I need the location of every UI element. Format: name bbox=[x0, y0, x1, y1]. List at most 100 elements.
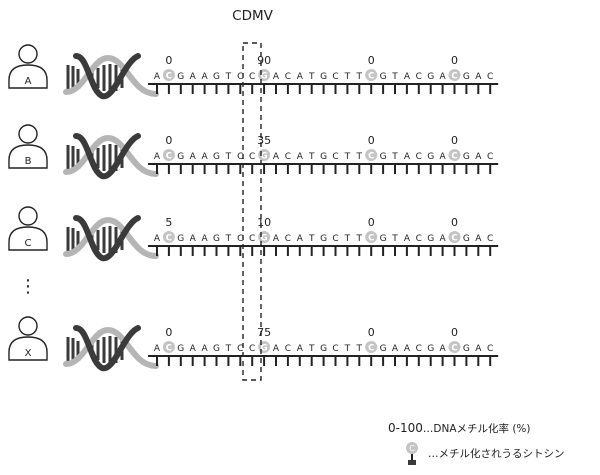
base-letter: C bbox=[368, 152, 374, 162]
base-letter: T bbox=[225, 152, 232, 162]
dna-helix-icon bbox=[63, 133, 159, 180]
base-letter: A bbox=[440, 234, 447, 244]
base-letter: A bbox=[154, 234, 161, 244]
base-letter: C bbox=[487, 234, 493, 244]
base-letter: A bbox=[202, 72, 209, 82]
base-letter: C bbox=[451, 234, 457, 244]
base-letter: A bbox=[440, 152, 447, 162]
base-letter: C bbox=[249, 344, 255, 354]
methylated-cytosine-icon bbox=[162, 69, 175, 81]
methylation-rate-label: 0 bbox=[368, 216, 375, 229]
base-letter: C bbox=[487, 152, 493, 162]
base-letter: C bbox=[285, 344, 291, 354]
base-letter: C bbox=[332, 152, 338, 162]
methylated-cytosine-icon bbox=[448, 231, 461, 243]
base-letter: T bbox=[344, 72, 351, 82]
methylated-cytosine-icon bbox=[365, 341, 378, 353]
base-letter: G bbox=[427, 72, 434, 82]
base-letter: C bbox=[451, 152, 457, 162]
base-letter: C bbox=[487, 344, 493, 354]
base-letter: C bbox=[368, 344, 374, 354]
methylation-rate-label: 0 bbox=[451, 216, 458, 229]
base-letter: T bbox=[391, 72, 398, 82]
base-letter: A bbox=[190, 344, 197, 354]
base-letter: A bbox=[202, 152, 209, 162]
dna-helix-icon bbox=[63, 325, 159, 372]
base-letter: A bbox=[404, 152, 411, 162]
base-letter: A bbox=[297, 152, 304, 162]
base-letter: C bbox=[237, 72, 243, 82]
methylation-rate-label: 75 bbox=[257, 326, 271, 339]
base-letter: C bbox=[237, 152, 243, 162]
more-samples-ellipsis: ⋮ bbox=[19, 276, 37, 297]
base-letter: C bbox=[451, 72, 457, 82]
base-letter: G bbox=[380, 152, 387, 162]
base-letter: C bbox=[332, 72, 338, 82]
base-letter: G bbox=[261, 234, 268, 244]
base-letter: A bbox=[190, 152, 197, 162]
legend-site-text: …メチル化されうるシトシン bbox=[428, 448, 565, 460]
base-letter: T bbox=[356, 234, 363, 244]
methylated-cytosine-icon bbox=[365, 69, 378, 81]
cdmv-title: CDMV bbox=[232, 8, 273, 24]
methylation-rate-label: 10 bbox=[257, 216, 271, 229]
person-icon: X bbox=[8, 316, 48, 361]
base-letter: C bbox=[416, 234, 422, 244]
methylated-cytosine-icon bbox=[162, 341, 175, 353]
base-letter: G bbox=[213, 234, 220, 244]
methylated-cytosine-icon bbox=[162, 149, 175, 161]
base-letter: T bbox=[344, 152, 351, 162]
person-label: B bbox=[25, 156, 32, 167]
methylation-rate-label: 90 bbox=[257, 54, 271, 67]
base-letter: G bbox=[380, 344, 387, 354]
base-letter: G bbox=[177, 234, 184, 244]
base-letter: G bbox=[463, 234, 470, 244]
methylated-cytosine-icon bbox=[448, 69, 461, 81]
base-letter: C bbox=[416, 72, 422, 82]
base-letter: C bbox=[416, 152, 422, 162]
base-letter: T bbox=[308, 152, 315, 162]
base-letter: T bbox=[356, 152, 363, 162]
base-letter: G bbox=[177, 72, 184, 82]
base-letter: A bbox=[273, 152, 280, 162]
base-letter: A bbox=[297, 234, 304, 244]
base-letter: C bbox=[166, 234, 172, 244]
base-letter: G bbox=[320, 344, 327, 354]
base-letter: G bbox=[320, 72, 327, 82]
base-letter: A bbox=[297, 72, 304, 82]
base-letter: C bbox=[285, 234, 291, 244]
base-letter: G bbox=[261, 344, 268, 354]
base-letter: A bbox=[475, 72, 482, 82]
methylation-rate-label: 0 bbox=[368, 326, 375, 339]
base-letter: A bbox=[297, 344, 304, 354]
base-letter: G bbox=[261, 152, 268, 162]
base-letter: T bbox=[308, 344, 315, 354]
methylated-cytosine-icon: C bbox=[406, 442, 418, 465]
base-letter: A bbox=[475, 152, 482, 162]
base-letter: C bbox=[249, 72, 255, 82]
base-letter: G bbox=[427, 234, 434, 244]
base-letter: A bbox=[440, 344, 447, 354]
base-letter: C bbox=[285, 152, 291, 162]
base-letter: T bbox=[308, 234, 315, 244]
base-letter: A bbox=[190, 72, 197, 82]
legend-range: 0-100 bbox=[388, 421, 423, 435]
base-letter: C bbox=[166, 344, 172, 354]
base-letter: G bbox=[463, 72, 470, 82]
base-letter: A bbox=[154, 152, 161, 162]
methylated-cytosine-icon bbox=[365, 149, 378, 161]
methylation-rate-label: 5 bbox=[165, 216, 172, 229]
base-letter: C bbox=[249, 152, 255, 162]
base-letter: A bbox=[440, 72, 447, 82]
base-letter: A bbox=[404, 344, 411, 354]
base-letter: A bbox=[475, 344, 482, 354]
base-letter: A bbox=[154, 344, 161, 354]
methylation-rate-label: 0 bbox=[451, 134, 458, 147]
base-letter: G bbox=[213, 344, 220, 354]
base-letter: T bbox=[225, 234, 232, 244]
base-letter: G bbox=[463, 344, 470, 354]
